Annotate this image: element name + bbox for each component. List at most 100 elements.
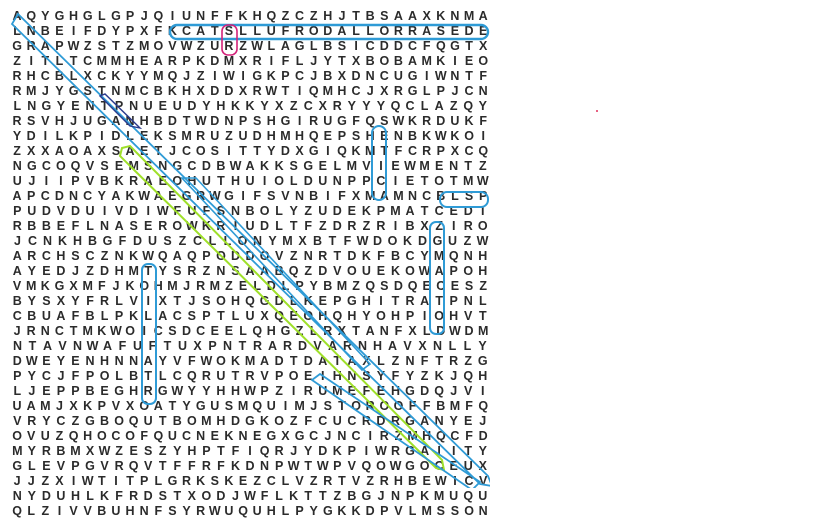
grid-letter[interactable]: F xyxy=(479,68,487,83)
grid-letter[interactable]: P xyxy=(405,308,415,323)
grid-letter[interactable]: I xyxy=(453,53,457,68)
grid-letter[interactable]: N xyxy=(337,428,347,443)
grid-letter[interactable]: A xyxy=(56,308,66,323)
grid-letter[interactable]: N xyxy=(303,248,313,263)
grid-letter[interactable]: Q xyxy=(434,383,444,398)
grid-letter[interactable]: S xyxy=(202,293,211,308)
grid-letter[interactable]: R xyxy=(27,413,37,428)
grid-letter[interactable]: O xyxy=(12,428,22,443)
grid-letter[interactable]: L xyxy=(27,503,35,518)
grid-letter[interactable]: J xyxy=(450,368,458,383)
grid-letter[interactable]: U xyxy=(332,413,342,428)
grid-letter[interactable]: W xyxy=(389,458,402,473)
grid-letter[interactable]: A xyxy=(54,143,64,158)
grid-letter[interactable]: P xyxy=(436,143,445,158)
grid-letter[interactable]: R xyxy=(379,473,389,488)
grid-letter[interactable]: G xyxy=(167,473,178,488)
grid-letter[interactable]: X xyxy=(187,488,196,503)
grid-letter[interactable]: Y xyxy=(182,503,191,518)
grid-letter[interactable]: A xyxy=(40,38,50,53)
grid-letter[interactable]: S xyxy=(42,293,51,308)
grid-letter[interactable]: C xyxy=(408,143,418,158)
grid-letter[interactable]: M xyxy=(12,443,23,458)
grid-letter[interactable]: G xyxy=(102,233,113,248)
grid-letter[interactable]: N xyxy=(365,68,375,83)
grid-letter[interactable]: I xyxy=(102,203,107,218)
grid-letter[interactable]: W xyxy=(229,158,242,173)
grid-letter[interactable]: C xyxy=(436,278,446,293)
grid-letter[interactable]: L xyxy=(275,203,283,218)
grid-letter[interactable]: I xyxy=(213,68,217,83)
grid-letter[interactable]: S xyxy=(173,263,182,278)
grid-letter[interactable]: Q xyxy=(478,398,489,413)
grid-letter[interactable]: Y xyxy=(27,443,36,458)
grid-letter[interactable]: B xyxy=(97,503,107,518)
grid-letter[interactable]: Z xyxy=(289,413,298,428)
grid-letter[interactable]: Z xyxy=(435,218,443,233)
grid-letter[interactable]: L xyxy=(86,218,94,233)
grid-letter[interactable]: E xyxy=(304,368,313,383)
grid-letter[interactable]: H xyxy=(347,308,357,323)
grid-letter[interactable]: M xyxy=(322,83,334,98)
grid-letter[interactable]: N xyxy=(393,128,403,143)
grid-letter[interactable]: D xyxy=(260,218,270,233)
grid-letter[interactable]: Z xyxy=(115,443,123,458)
grid-letter[interactable]: N xyxy=(450,8,460,23)
grid-letter[interactable]: I xyxy=(297,113,302,128)
grid-letter[interactable]: M xyxy=(124,83,136,98)
grid-letter[interactable]: C xyxy=(464,83,474,98)
grid-letter[interactable]: H xyxy=(372,338,383,353)
grid-letter[interactable]: G xyxy=(224,188,234,203)
grid-letter[interactable]: Q xyxy=(238,503,248,518)
grid-letter[interactable]: T xyxy=(144,368,153,383)
grid-letter[interactable]: E xyxy=(114,158,124,173)
grid-letter[interactable]: A xyxy=(12,248,22,263)
grid-letter[interactable]: I xyxy=(233,218,238,233)
grid-letter[interactable]: J xyxy=(13,473,21,488)
grid-letter[interactable]: Q xyxy=(274,308,284,323)
grid-letter[interactable]: U xyxy=(210,38,220,53)
grid-letter[interactable]: Z xyxy=(13,53,21,68)
grid-letter[interactable]: E xyxy=(405,173,415,188)
grid-letter[interactable]: K xyxy=(230,458,240,473)
grid-letter[interactable]: O xyxy=(379,53,390,68)
grid-letter[interactable]: I xyxy=(114,473,118,488)
grid-letter[interactable]: R xyxy=(282,338,293,353)
grid-letter[interactable]: S xyxy=(267,188,276,203)
grid-letter[interactable]: P xyxy=(449,263,458,278)
grid-letter[interactable]: X xyxy=(408,323,417,338)
grid-letter[interactable]: L xyxy=(366,23,374,38)
grid-letter[interactable]: N xyxy=(12,338,23,353)
grid-letter[interactable]: I xyxy=(262,173,267,188)
grid-letter[interactable]: P xyxy=(362,173,371,188)
grid-letter[interactable]: L xyxy=(275,488,283,503)
grid-letter[interactable]: K xyxy=(303,293,313,308)
grid-letter[interactable]: R xyxy=(342,338,353,353)
grid-letter[interactable]: L xyxy=(309,323,318,338)
grid-letter[interactable]: G xyxy=(405,413,415,428)
grid-letter[interactable]: O xyxy=(274,173,284,188)
grid-letter[interactable]: T xyxy=(163,338,172,353)
grid-letter[interactable]: F xyxy=(465,428,473,443)
grid-letter[interactable]: H xyxy=(390,383,400,398)
grid-letter[interactable]: N xyxy=(390,488,400,503)
grid-letter[interactable]: L xyxy=(97,8,106,23)
grid-letter[interactable]: I xyxy=(241,188,245,203)
grid-letter[interactable]: D xyxy=(266,278,276,293)
grid-letter[interactable]: O xyxy=(419,458,430,473)
grid-letter[interactable]: G xyxy=(259,293,270,308)
grid-letter[interactable]: P xyxy=(376,203,386,218)
grid-letter[interactable]: Q xyxy=(128,458,139,473)
grid-letter[interactable]: E xyxy=(238,473,248,488)
grid-letter[interactable]: D xyxy=(351,68,361,83)
grid-letter[interactable]: C xyxy=(434,458,444,473)
grid-letter[interactable]: F xyxy=(465,398,473,413)
grid-letter[interactable]: D xyxy=(187,98,197,113)
grid-letter[interactable]: F xyxy=(71,368,80,383)
grid-letter[interactable]: N xyxy=(42,233,53,248)
grid-letter[interactable]: H xyxy=(478,248,488,263)
grid-letter[interactable]: I xyxy=(29,53,33,68)
grid-letter[interactable]: A xyxy=(102,338,113,353)
grid-letter[interactable]: P xyxy=(260,383,269,398)
grid-letter[interactable]: H xyxy=(266,323,276,338)
